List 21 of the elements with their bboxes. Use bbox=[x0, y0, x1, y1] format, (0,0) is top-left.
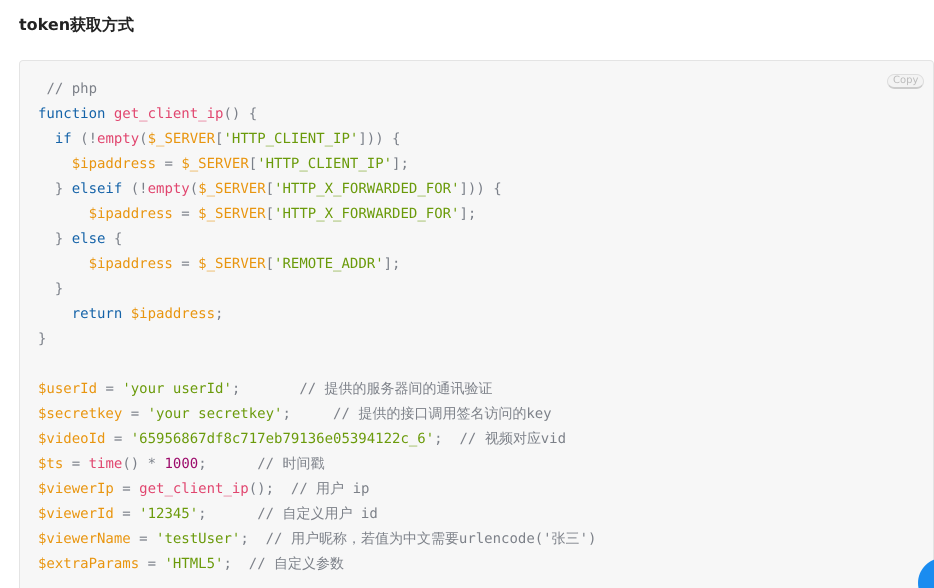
code-line: $viewerIp = get_client_ip(); // 用户 ip bbox=[38, 480, 370, 499]
code-line: $ipaddress = $_SERVER['HTTP_X_FORWARDED_FOR']; bbox=[88, 205, 476, 224]
code-line: } bbox=[38, 330, 46, 349]
code-line: } else { bbox=[54, 230, 122, 249]
section-heading: token获取方式 bbox=[19, 15, 134, 36]
code-line: $videoId = '65956867df8c717eb79136e05394122c_6'; // 视频对应vid bbox=[38, 430, 566, 449]
code-line: $secretkey = 'your secretkey'; // 提供的接口调用签名访问的key bbox=[38, 405, 552, 424]
code-comment: // php bbox=[45, 80, 98, 99]
code-line: $ipaddress = $_SERVER['HTTP_CLIENT_IP']; bbox=[70, 155, 409, 174]
code-line: } bbox=[54, 280, 64, 299]
code-line: } elseif (!empty($_SERVER['HTTP_X_FORWARDED_FOR'])) { bbox=[54, 180, 502, 199]
code-line: function get_client_ip() { bbox=[38, 105, 258, 124]
code-line: $viewerId = '12345'; // 自定义用户 id bbox=[38, 505, 378, 524]
code-line: if (!empty($_SERVER['HTTP_CLIENT_IP'])) { bbox=[54, 130, 400, 149]
code-line: $ipaddress = $_SERVER['REMOTE_ADDR']; bbox=[88, 255, 400, 274]
code-line: $userId = 'your userId'; // 提供的服务器间的通讯验证 bbox=[38, 380, 493, 399]
copy-button: Copy bbox=[887, 74, 924, 89]
code-line: $ts = time() * 1000; // 时间戳 bbox=[38, 455, 324, 474]
code-line: $viewerName = 'testUser'; // 用户昵称，若值为中文需要urlencode('张三') bbox=[38, 530, 596, 549]
code-line: return $ipaddress; bbox=[70, 305, 224, 324]
code-line: $extraParams = 'HTML5'; // 自定义参数 bbox=[38, 555, 344, 574]
